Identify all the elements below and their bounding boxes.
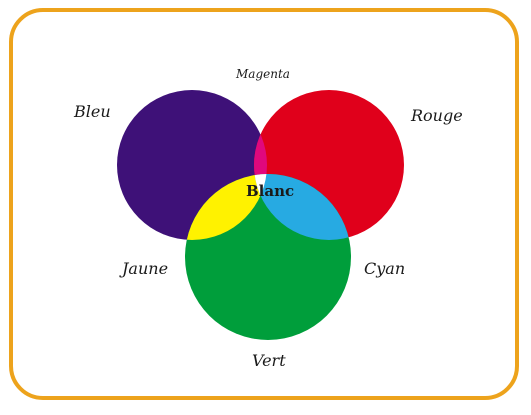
cyan-overlap (254, 174, 351, 240)
label-red: Rouge (410, 106, 463, 125)
label-blue: Bleu (73, 102, 111, 121)
label-magenta: Magenta (235, 67, 290, 81)
label-cyan: Cyan (364, 259, 405, 278)
label-white: Blanc (246, 182, 294, 200)
yellow-overlap (185, 174, 267, 240)
label-yellow: Jaune (119, 259, 168, 278)
label-green: Vert (252, 351, 286, 370)
